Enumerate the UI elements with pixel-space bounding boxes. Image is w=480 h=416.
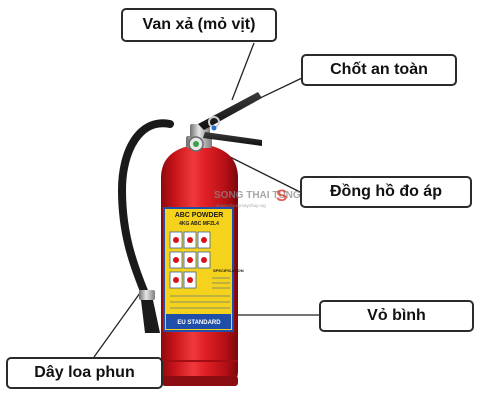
label-spec-lines [170, 277, 230, 309]
watermark-logo: S [276, 186, 287, 205]
callout-dong-ho-do-ap: Đồng hồ đo áp [300, 176, 472, 208]
cylinder-base-ring [162, 376, 238, 386]
hose-nozzle-clamp [139, 290, 155, 300]
safety-pin-seal [211, 125, 217, 131]
label-background [163, 207, 234, 332]
label-footer [166, 314, 231, 329]
label-title: ABC POWDER [175, 212, 224, 219]
discharge-hose [117, 119, 174, 333]
hose-nozzle [141, 300, 160, 333]
watermark-site: chuacohoaymaychay.org [216, 203, 266, 208]
callout-chot-an-toan: Chốt an toàn [301, 54, 457, 86]
watermark: SONG THAI TUNG S chuacohoaymaychay.org [214, 186, 301, 208]
cylinder-band [161, 360, 238, 362]
label-spec-heading: SPECIFICATION [213, 268, 244, 273]
discharge-handle [198, 92, 262, 130]
leader-day-loa [93, 292, 141, 358]
callout-van-xa: Van xả (mỏ vịt) [121, 8, 277, 42]
label-header [166, 210, 231, 226]
callout-day-loa-phun: Dây loa phun [6, 357, 163, 389]
callout-vo-binh: Vỏ bình [319, 300, 474, 332]
product-label: ABC POWDER 4KG ABC MFZL4 SPECIFICATION [163, 207, 244, 332]
label-standard: EU STANDARD [177, 320, 221, 326]
carry-handle [203, 132, 262, 146]
label-subtitle: 4KG ABC MFZL4 [179, 221, 219, 227]
valve-head [186, 92, 262, 152]
watermark-brand: SONG THAI TUNG [214, 190, 301, 201]
label-pictogram-marks [173, 237, 207, 283]
leader-van-xa [231, 42, 255, 101]
